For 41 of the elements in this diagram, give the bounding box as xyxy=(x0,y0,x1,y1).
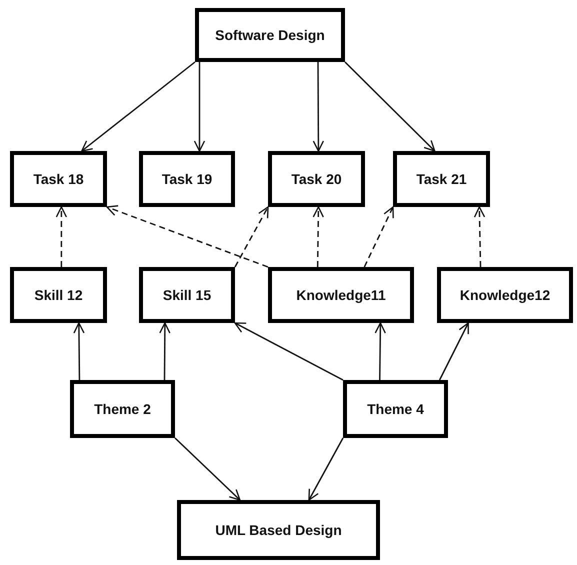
process-box xyxy=(139,151,235,207)
arrow xyxy=(364,206,394,268)
node-label: Theme 4 xyxy=(367,401,424,417)
arrow xyxy=(312,62,324,152)
node-label: Skill 12 xyxy=(34,287,83,303)
process-box xyxy=(139,267,235,323)
process-box xyxy=(268,267,414,323)
node-label: Skill 15 xyxy=(162,287,212,303)
process-box xyxy=(10,267,107,323)
arrow xyxy=(73,322,85,380)
arrow xyxy=(374,322,386,380)
node-label: UML Based Design xyxy=(215,522,342,538)
node-label: Knowledge11 xyxy=(296,287,386,303)
arrow xyxy=(312,206,324,267)
process-box xyxy=(343,380,448,438)
arrow xyxy=(234,322,344,381)
arrow xyxy=(308,438,344,501)
node-label: Theme 2 xyxy=(94,401,151,417)
node-label: Task 20 xyxy=(291,171,342,187)
node-label: Task 18 xyxy=(33,171,84,187)
node-label: Task 19 xyxy=(162,171,212,187)
process-box xyxy=(437,267,573,323)
arrow xyxy=(56,206,68,267)
arrow xyxy=(174,438,241,501)
process-box xyxy=(70,380,175,438)
arrow xyxy=(344,62,436,152)
node-label: Task 21 xyxy=(416,171,467,187)
node-label: Software Design xyxy=(215,27,325,43)
process-box xyxy=(268,151,365,207)
process-box xyxy=(10,151,107,207)
node-label: Knowledge12 xyxy=(460,287,550,303)
arrow xyxy=(106,205,268,268)
arrow xyxy=(81,61,196,152)
arrow xyxy=(474,206,486,268)
arrow xyxy=(194,62,206,152)
process-box xyxy=(177,500,380,560)
arrow xyxy=(159,322,170,380)
process-box xyxy=(195,8,345,62)
arrow xyxy=(438,322,469,380)
process-box xyxy=(393,151,490,207)
arrow xyxy=(234,206,269,268)
